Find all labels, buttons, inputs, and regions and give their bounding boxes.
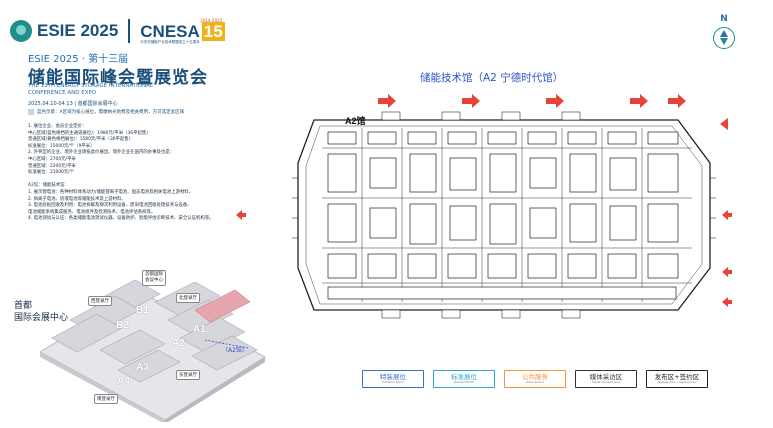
expo-title-english: THE 13TH ENERGY STORAGE INTERNATIONAL CO… xyxy=(28,83,228,96)
compass-north-label: N xyxy=(720,14,728,24)
cnesa-subtitle: 中关村储能产业技术联盟成立十五周年 xyxy=(140,39,200,44)
hall-label-a3: A3 xyxy=(136,362,149,373)
pricing-rules: 1. 展位企业、会员企业定价： 中心区域(蓝色格档的主通道展位)：1980元/平… xyxy=(28,124,288,223)
legend-item-standard-booth: 标准展位 Standard Booth xyxy=(433,370,495,388)
rule-line: 1. 展示锂电池：各种材料体系动力/储能锂离子电池、固态电池及相关电池上游材料。 xyxy=(28,189,194,195)
a2-hall-tag: （A2馆） xyxy=(222,347,248,354)
expo-title-english-line1: THE 13TH ENERGY STORAGE INTERNATIONAL xyxy=(28,83,153,89)
rule-line: 标准展位：21000元/个 xyxy=(28,170,75,176)
rule-line: 中心区域：2700元/平米 xyxy=(28,156,76,162)
rule-line: 标准展位：15000元/个（9平米） xyxy=(28,143,95,149)
legend-item-release-signing: 发布区+签约区 Release Area + Signing Area xyxy=(646,370,708,388)
rule-line: 中心区域(蓝色格档的主通道展位)：1980元/平米（36平起售） xyxy=(28,130,151,136)
logo-divider xyxy=(128,19,131,43)
callout-conference-center: 首都国际 会议中心 xyxy=(142,270,166,286)
legend-item-exhibition-booth: 特装展位 Exhibition Booth xyxy=(362,370,424,388)
compass: N xyxy=(712,14,736,49)
rule-line: 普通区域：2200元/平米 xyxy=(28,163,76,169)
legend-item-public-service: 公共服务 Public Service xyxy=(504,370,566,388)
venue-title: 首都 国际会展中心 xyxy=(14,301,69,323)
hall-label-a1: A1 xyxy=(193,324,206,335)
cnesa-years: 2014-2025 xyxy=(200,17,223,23)
rule-line: 4. 电池测试与认证：各类储能电池测试仪器、设备防护、智能评估诊断技术、安全认证… xyxy=(28,216,214,222)
hall-label-a2: A2 xyxy=(172,338,185,349)
notice-color-swatch xyxy=(28,109,34,115)
notice-text: 蓝色示意：A区域为核心展位，需缴纳光地费及相关费用，方可选定此区域 xyxy=(37,110,185,115)
compass-icon xyxy=(713,27,735,49)
notice: 蓝色示意：A区域为核心展位，需缴纳光地费及相关费用，方可选定此区域 xyxy=(28,109,184,115)
rule-line xyxy=(28,177,288,184)
rule-line: A2馆：储能技术馆 xyxy=(28,183,65,189)
hall-label-b2: B2 xyxy=(116,320,129,331)
expo-subtitle: ESIE 2025 · 第十三届 xyxy=(28,54,129,65)
entrance-arrow-icon xyxy=(722,210,732,220)
esie-logo-icon xyxy=(10,20,32,42)
hall-label-a4: A4 xyxy=(117,376,130,387)
expo-title: 储能国际峰会暨展览会 xyxy=(28,68,208,88)
floor-plan xyxy=(292,94,728,319)
rule-line: 电池储能系统集成服务、电池组件及检测技术、电池评估系统等。 xyxy=(28,209,156,215)
callout-east-lobby: 东登录厅 xyxy=(176,370,200,380)
cnesa-logo-text: CNESA xyxy=(140,21,200,41)
callout-west-lobby: 西登录厅 xyxy=(88,296,112,306)
legend-item-media-area: 媒体采访区 Media Interview Area xyxy=(575,370,637,388)
callout-south-lobby: 南登录厅 xyxy=(94,394,118,404)
rule-line: 普通区域(黄色格档展位)：1580元/平米（36平起售） xyxy=(28,137,134,143)
venue-map xyxy=(38,279,267,422)
rule-line: 2. 外骨型的企业、境外企业请按此价展出、境外企业在国内的办事处也是： xyxy=(28,150,175,156)
cnesa-anniversary-badge: 15 xyxy=(201,21,225,41)
hall-label-b1: B1 xyxy=(136,305,149,316)
entrance-arrow-icon xyxy=(236,210,246,220)
callout-north-lobby: 北登录厅 xyxy=(176,293,200,303)
legend: 特装展位 Exhibition Booth 标准展位 Standard Boot… xyxy=(362,370,708,388)
expo-date-venue: 2025.04.10-04.13 | 首都国际会展中心 xyxy=(28,101,118,107)
entrance-arrow-icon xyxy=(722,297,732,307)
plan-title: 储能技术馆（A2 宁德时代馆） xyxy=(420,72,564,84)
entrance-arrow-icon xyxy=(722,267,732,277)
esie-logo-text: ESIE 2025 xyxy=(37,21,119,40)
rule-line: 1. 展位企业、会员企业定价： xyxy=(28,124,87,129)
expo-title-english-line2: CONFERENCE AND EXPO xyxy=(28,89,97,96)
hall-name-label: A2馆 xyxy=(345,116,366,126)
rule-line: 2. 钠离子电池、钒液电池等储能技术及上游材料。 xyxy=(28,196,126,202)
rule-line: 3. 电池底板回收及利用：电池拆解及梯次利用设备、废旧电池回收处理技术与设备、 xyxy=(28,203,192,209)
